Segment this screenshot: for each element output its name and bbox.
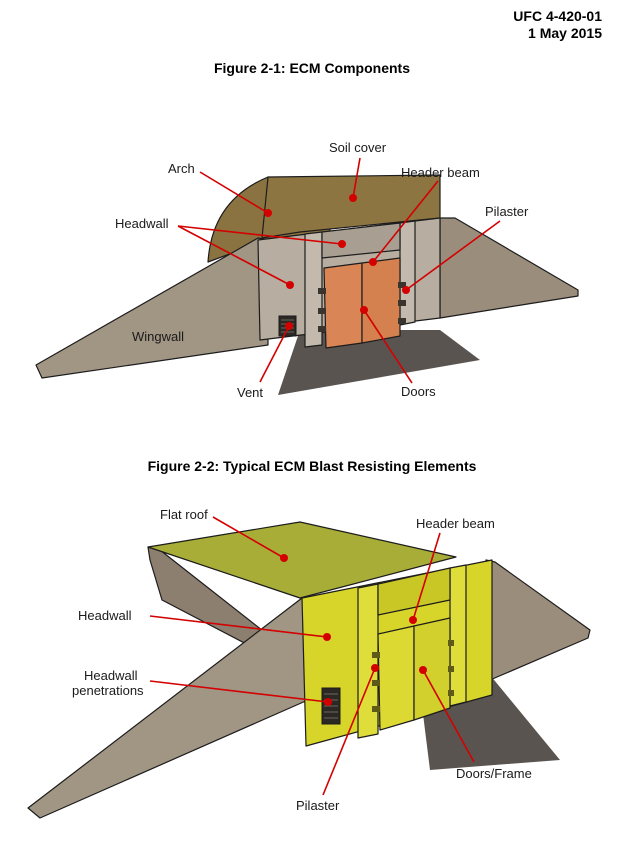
label-header-beam-2: Header beam — [416, 516, 495, 531]
figure-1-title: Figure 2-1: ECM Components — [213, 60, 410, 76]
label-arch: Arch — [168, 161, 195, 176]
right-wingwall — [439, 217, 579, 319]
figure-2-title: Figure 2-2: Typical ECM Blast Resisting … — [147, 458, 477, 474]
right-wingwall-2 — [485, 559, 591, 681]
hinges-2 — [372, 640, 454, 712]
door-right — [361, 257, 401, 344]
label-headwall-penetrations-2: penetrations — [72, 683, 144, 698]
figure-1-leaders — [177, 157, 501, 384]
label-doors-frame: Doors/Frame — [456, 766, 532, 781]
figure-2-diagram: Flat roof Header beam Headwall Headwall … — [27, 507, 591, 819]
hinges — [318, 282, 406, 332]
doc-date: 1 May 2015 — [528, 25, 602, 41]
label-header-beam: Header beam — [401, 165, 480, 180]
label-flat-roof: Flat roof — [160, 507, 208, 522]
label-pilaster: Pilaster — [485, 204, 529, 219]
doc-header: UFC 4-420-01 1 May 2015 — [513, 8, 602, 42]
label-doors: Doors — [401, 384, 436, 399]
figure-1-diagram: Soil cover Arch Header beam Pilaster Hea… — [35, 140, 579, 400]
label-headwall-penetrations-1: Headwall — [84, 668, 138, 683]
flat-roof — [147, 521, 457, 599]
left-wingwall — [35, 237, 269, 379]
door-left-2 — [377, 625, 415, 731]
left-wingwall-2 — [27, 597, 309, 819]
door-right-2 — [413, 617, 451, 721]
doc-number: UFC 4-420-01 — [513, 8, 602, 24]
label-pilaster-2: Pilaster — [296, 798, 340, 813]
figure-2-leaders — [149, 516, 475, 796]
soil-cover — [261, 174, 441, 239]
pilaster-right — [399, 220, 416, 326]
label-headwall-2: Headwall — [78, 608, 132, 623]
pilaster-right-2 — [449, 564, 467, 707]
door-left — [323, 262, 363, 349]
label-headwall: Headwall — [115, 216, 169, 231]
header-beam-2 — [377, 567, 451, 616]
label-soil-cover: Soil cover — [329, 140, 387, 155]
label-wingwall: Wingwall — [132, 329, 184, 344]
pilaster-left — [304, 231, 323, 348]
pilaster-left-2 — [357, 583, 379, 739]
label-vent: Vent — [237, 385, 263, 400]
header-beam — [321, 222, 401, 259]
